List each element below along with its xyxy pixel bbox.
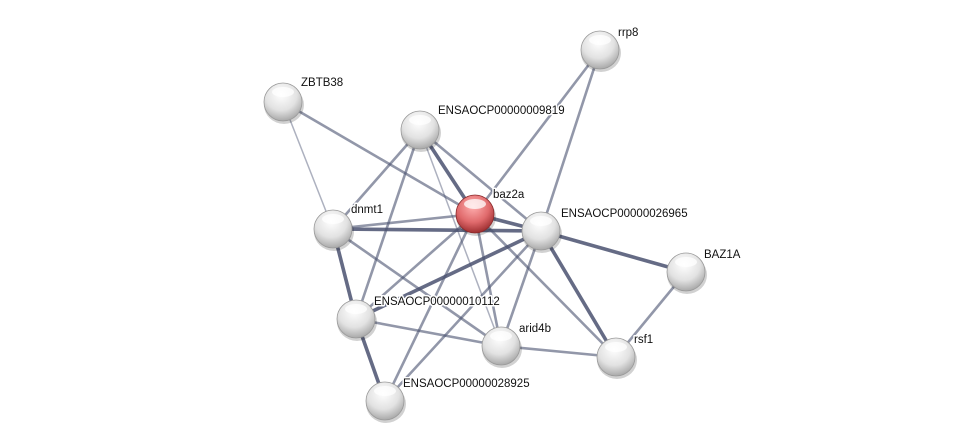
node-e9819[interactable]: ENSAOCP00000009819 [400, 104, 567, 152]
edge-e9819-e10112[interactable] [354, 129, 422, 320]
node-label[interactable]: ENSAOCP00000026965 [560, 207, 690, 222]
node-label[interactable]: baz2a [492, 188, 527, 203]
node-label[interactable]: rsf1 [633, 333, 655, 348]
edge-e26965-BAZ1A[interactable] [540, 229, 687, 274]
edge-rrp8-baz2a[interactable] [473, 49, 602, 215]
node-label[interactable]: ENSAOCP00000009819 [437, 104, 567, 119]
node-label[interactable]: ENSAOCP00000028925 [402, 377, 532, 392]
edge-rrp8-e26965[interactable] [539, 49, 602, 232]
node-highlight [409, 115, 431, 125]
node-label[interactable]: arid4b [518, 322, 553, 337]
node-highlight [605, 342, 627, 352]
edge-e9819-dnmt1[interactable] [332, 129, 421, 230]
node-arid4b[interactable]: arid4b [481, 322, 553, 368]
node-label[interactable]: BAZ1A [703, 248, 743, 263]
node-highlight [675, 257, 697, 267]
node-highlight [322, 214, 344, 224]
node-highlight [530, 216, 552, 226]
edge-e26965-e10112[interactable] [355, 229, 542, 321]
node-highlight [345, 304, 367, 314]
edge-dnmt1-e26965[interactable] [332, 227, 542, 233]
edge-e9819-e26965[interactable] [419, 129, 542, 232]
node-BAZ1A[interactable]: BAZ1A [666, 248, 743, 294]
node-e28925[interactable]: ENSAOCP00000028925 [365, 377, 532, 423]
node-dnmt1[interactable]: dnmt1 [313, 203, 385, 251]
node-label[interactable]: ENSAOCP00000010112 [373, 295, 502, 310]
edge-e26965-rsf1[interactable] [539, 230, 618, 358]
edge-ZBTB38-dnmt1[interactable] [282, 101, 334, 230]
node-label[interactable]: rrp8 [617, 26, 640, 41]
node-label[interactable]: dnmt1 [350, 203, 385, 218]
node-rsf1[interactable]: rsf1 [596, 333, 655, 379]
edge-baz2a-e28925[interactable] [383, 213, 477, 402]
node-highlight [490, 331, 512, 341]
node-highlight [464, 199, 486, 209]
node-label[interactable]: ZBTB38 [300, 76, 345, 91]
edge-e10112-arid4b[interactable] [355, 317, 502, 348]
edge-ZBTB38-baz2a[interactable] [282, 100, 476, 216]
node-baz2a[interactable]: baz2a [455, 188, 527, 236]
edge-e26965-arid4b[interactable] [499, 230, 543, 347]
node-highlight [589, 35, 611, 45]
node-highlight [272, 87, 294, 97]
node-ZBTB38[interactable]: ZBTB38 [263, 76, 345, 124]
edge-baz2a-rsf1[interactable] [474, 213, 617, 358]
node-rrp8[interactable]: rrp8 [580, 26, 640, 72]
node-highlight [374, 386, 396, 396]
edge-baz2a-arid4b[interactable] [473, 213, 503, 347]
edge-e9819-arid4b[interactable] [419, 129, 502, 347]
node-e26965[interactable]: ENSAOCP00000026965 [521, 207, 690, 253]
edge-baz2a-dnmt1[interactable] [332, 212, 476, 231]
edge-e26965-e28925[interactable] [384, 230, 542, 402]
node-e10112[interactable]: ENSAOCP00000010112 [336, 295, 502, 341]
edge-dnmt1-arid4b[interactable] [332, 227, 502, 348]
